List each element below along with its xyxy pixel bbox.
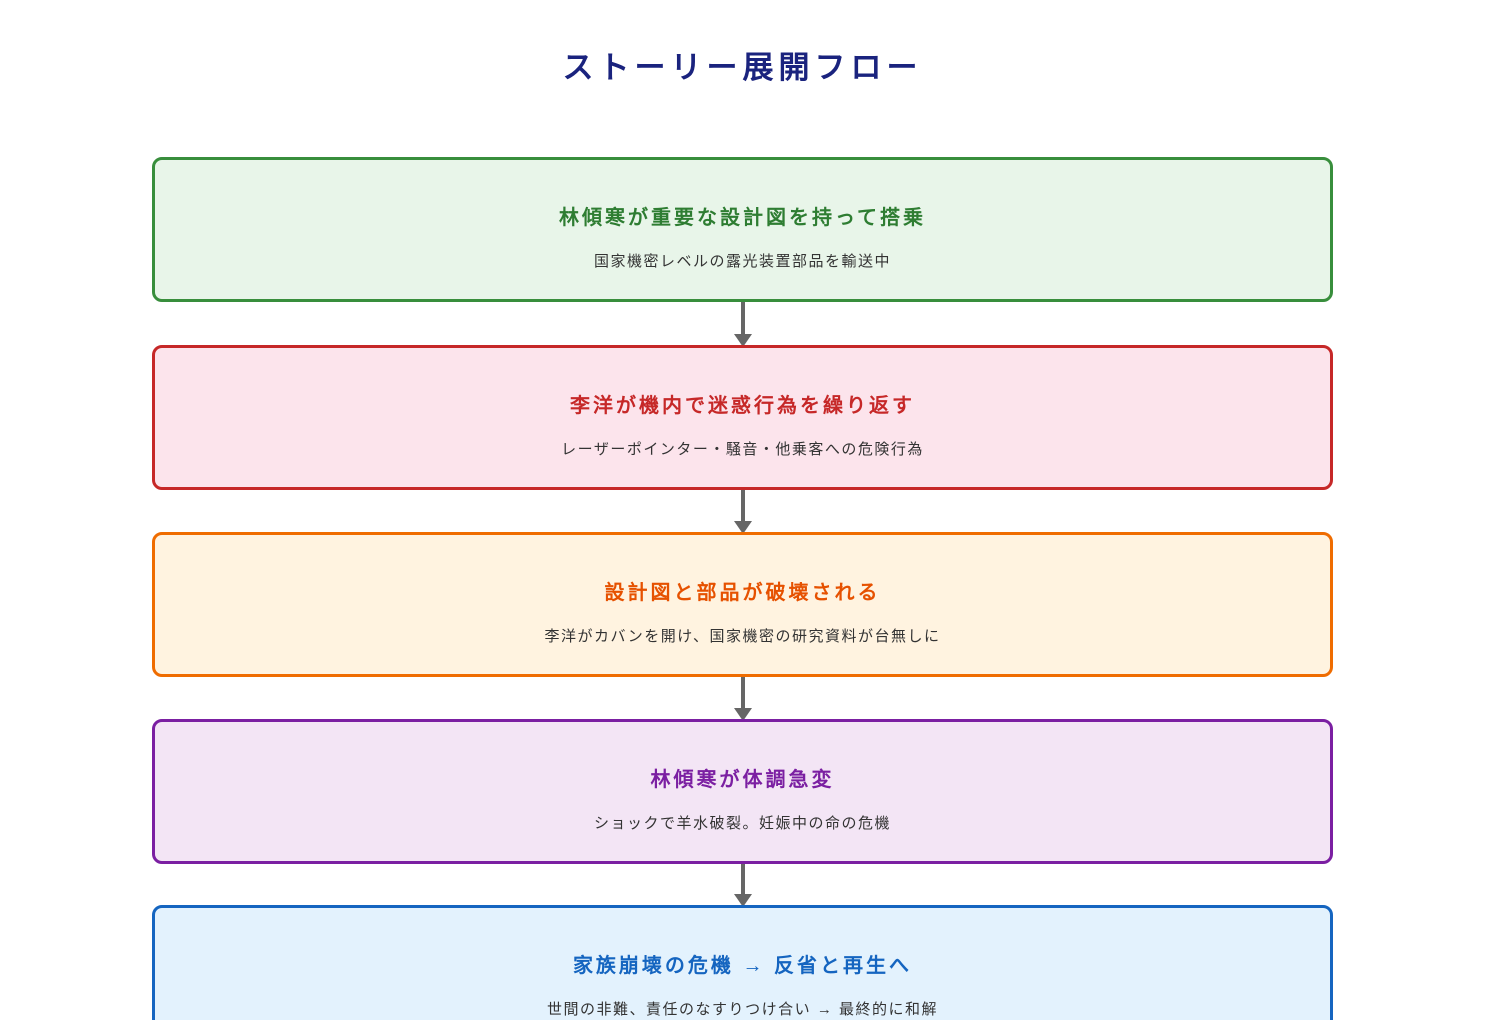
flow-step-health-crisis: 林傾寒が体調急変 ショックで羊水破裂。妊娠中の命の危機 <box>152 719 1333 864</box>
step-title: 林傾寒が体調急変 <box>650 769 835 791</box>
flow-step-destruction: 設計図と部品が破壊される 李洋がカバンを開け、国家機密の研究資料が台無しに <box>152 532 1333 677</box>
step-title: 家族崩壊の危機 → 反省と再生へ <box>572 955 913 977</box>
arrow-head <box>733 894 752 907</box>
flow-arrow-down-icon <box>733 675 752 721</box>
arrow-head <box>733 708 752 721</box>
step-subtitle: 世間の非難、責任のなすりつけ合い → 最終的に和解 <box>547 1001 938 1018</box>
diagram-title: ストーリー展開フロー <box>562 50 923 85</box>
step-title: 設計図と部品が破壊される <box>604 582 881 604</box>
flow-step-resolution: 家族崩壊の危機 → 反省と再生へ 世間の非難、責任のなすりつけ合い → 最終的に… <box>152 905 1333 1020</box>
step-title: 李洋が機内で迷惑行為を繰り返す <box>570 395 915 417</box>
step-subtitle: レーザーポインター・騒音・他乗客への危険行為 <box>561 441 924 458</box>
arrow-line <box>740 488 745 521</box>
flow-step-nuisance: 李洋が機内で迷惑行為を繰り返す レーザーポインター・騒音・他乗客への危険行為 <box>152 345 1333 490</box>
arrow-head <box>733 521 752 534</box>
step-subtitle: ショックで羊水破裂。妊娠中の命の危機 <box>593 815 891 832</box>
step-subtitle: 李洋がカバンを開け、国家機密の研究資料が台無しに <box>544 628 941 645</box>
step-subtitle: 国家機密レベルの露光装置部品を輸送中 <box>593 253 891 270</box>
flow-arrow-down-icon <box>733 861 752 907</box>
arrow-head <box>733 334 752 347</box>
flow-arrow-down-icon <box>733 488 752 534</box>
arrow-line <box>740 300 745 334</box>
flow-step-boarding: 林傾寒が重要な設計図を持って搭乗 国家機密レベルの露光装置部品を輸送中 <box>152 157 1333 302</box>
step-title: 林傾寒が重要な設計図を持って搭乗 <box>559 207 926 229</box>
flow-arrow-down-icon <box>733 300 752 347</box>
arrow-line <box>740 861 745 894</box>
arrow-line <box>740 675 745 708</box>
